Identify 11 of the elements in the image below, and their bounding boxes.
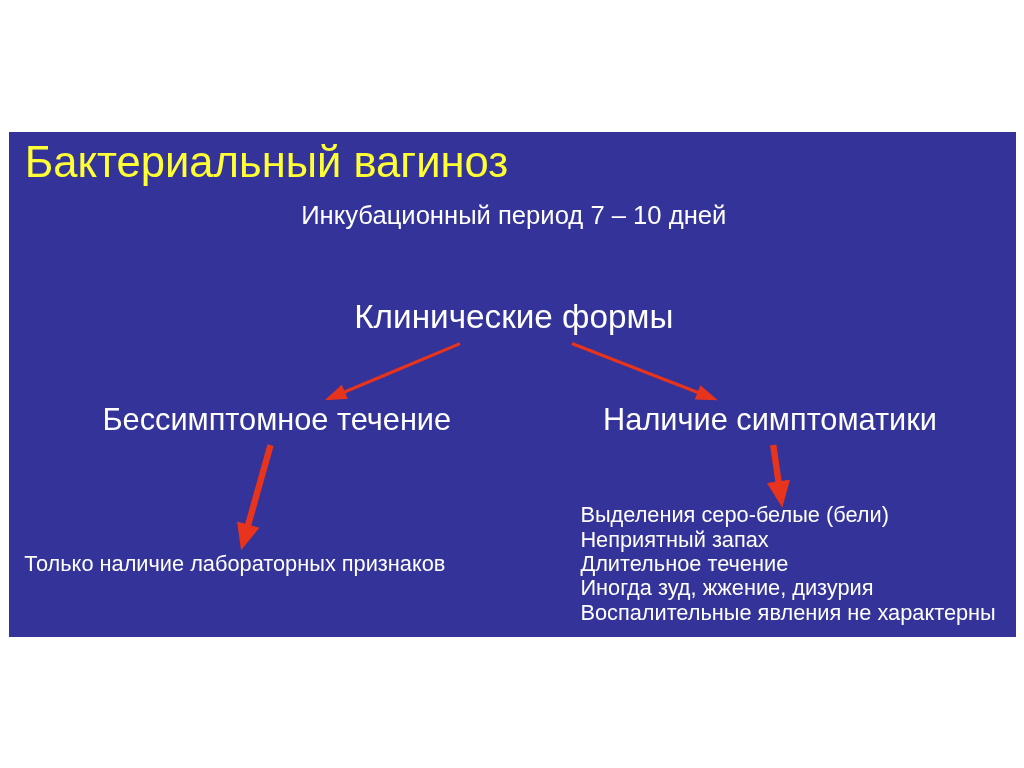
diagram-title: Бактериальный вагиноз [24, 137, 508, 186]
node-text: Бессимптомное течение [101, 401, 451, 437]
node-text: Наличие симптоматики [602, 401, 937, 437]
arrow [236, 443, 274, 550]
arrow [766, 444, 790, 508]
label: Инкубационный период 7 – 10 дней [300, 200, 726, 229]
arrow [570, 341, 718, 400]
arrow [324, 341, 461, 400]
node-text: Клинические формы [353, 297, 673, 335]
node-text: Только наличие лабораторных признаков [23, 550, 445, 576]
node-text: Выделения серо-белые (бели) Неприятный запах Длительное течение Иногда зуд, жжение, дизурия Воспалительные явления не характерны [579, 501, 996, 625]
